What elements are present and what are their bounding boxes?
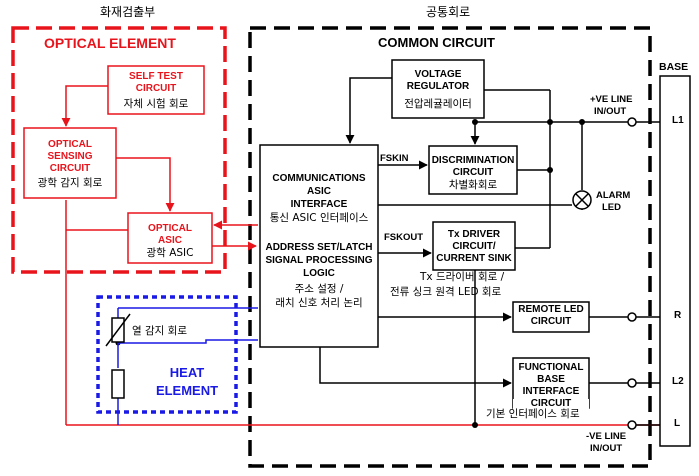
- asic-line6: LOGIC: [303, 268, 335, 279]
- self-test-line1: SELF TEST: [129, 71, 183, 82]
- optical-wiring: [61, 85, 660, 426]
- terminal-r: R: [674, 310, 682, 321]
- alarm-led-line2: LED: [602, 202, 621, 213]
- asic-line2: ASIC: [307, 186, 331, 197]
- common-wiring: [319, 77, 660, 426]
- asic-kr2: 주소 설정 /: [294, 283, 344, 295]
- functional-line2: BASE: [537, 374, 565, 385]
- fire-detection-heading: 화재검출부: [100, 5, 156, 19]
- terminal-circles: [627, 117, 637, 430]
- functional-kr: 기본 인터페이스 회로: [486, 408, 580, 421]
- base-terminal-block: [659, 75, 691, 447]
- heat-title2: ELEMENT: [155, 383, 219, 398]
- terminal-l1: L1: [672, 115, 684, 126]
- self-test-kr: 자체 시험 회로: [123, 98, 189, 110]
- ve-neg-line2: IN/OUT: [590, 443, 623, 454]
- tx-line1: Tx DRIVER: [447, 229, 501, 240]
- functional-line3: INTERFACE: [522, 386, 580, 397]
- asic-kr1: 통신 ASIC 인터페이스: [269, 212, 369, 224]
- tx-kr2: 전류 싱크 원격 LED 회로: [390, 286, 502, 298]
- optical-sensing-box: [23, 127, 117, 199]
- ve-pos-line2: IN/OUT: [594, 106, 627, 117]
- junction-dots: [115, 119, 585, 428]
- asic-line3: INTERFACE: [290, 199, 348, 210]
- fskout-label: FSKOUT: [384, 232, 424, 243]
- functional-line4: CIRCUIT: [513, 398, 589, 410]
- base-title: BASE: [659, 61, 689, 73]
- optical-asic-line2: ASIC: [158, 235, 182, 246]
- functional-line1: FUNCTIONAL: [518, 362, 584, 373]
- optical-asic-kr: 광학 ASIC: [146, 247, 194, 259]
- alarm-led-line1: ALARM: [596, 190, 631, 201]
- optical-asic-box: [127, 212, 213, 264]
- remote-led-line2: CIRCUIT: [530, 316, 572, 327]
- thermistor-slash: [105, 313, 131, 347]
- common-heading: 공통회로: [426, 5, 471, 19]
- voltage-line1: VOLTAGE: [414, 69, 462, 80]
- sensing-kr: 광학 감지 회로: [37, 177, 103, 189]
- sensing-line2: SENSING: [47, 151, 93, 162]
- alarm-led-symbol: [572, 190, 592, 210]
- optical-element-region: [11, 26, 227, 274]
- discrimination-kr: 차별화회로: [448, 179, 498, 191]
- remote-led-box: [512, 301, 590, 333]
- ve-pos-line1: +VE LINE: [590, 94, 633, 105]
- fskin-label: FSKIN: [380, 153, 409, 164]
- optical-asic-line1: OPTICAL: [148, 223, 192, 234]
- discrimination-box: [428, 145, 518, 195]
- common-circuit-region: [248, 26, 652, 468]
- tx-driver-box: [432, 221, 516, 271]
- optical-element-title: OPTICAL ELEMENT: [44, 35, 176, 51]
- asic-main-box: [259, 144, 379, 348]
- sensing-line3: CIRCUIT: [49, 163, 91, 174]
- terminal-l: L: [674, 418, 681, 429]
- voltage-regulator-box: [391, 59, 485, 119]
- voltage-kr: 전압레귤레이터: [404, 98, 472, 110]
- asic-kr3: 래치 신호 처리 논리: [275, 297, 363, 309]
- tx-line3: CURRENT SINK: [436, 253, 512, 264]
- discrimination-line1: DISCRIMINATION: [431, 155, 515, 166]
- common-circuit-title: COMMON CIRCUIT: [378, 35, 495, 50]
- heat-title1: HEAT: [169, 365, 205, 380]
- asic-line4: ADDRESS SET/LATCH: [265, 242, 373, 253]
- asic-line5: SIGNAL PROCESSING: [265, 255, 373, 266]
- remote-led-line1: REMOTE LED: [518, 304, 584, 315]
- heat-wiring: [117, 307, 258, 425]
- tx-kr1: Tx 드라이버 회로 /: [420, 271, 505, 283]
- discrimination-line2: CIRCUIT: [452, 167, 494, 178]
- tx-line2: CIRCUIT/: [452, 241, 496, 252]
- voltage-line2: REGULATOR: [406, 81, 470, 92]
- sensing-line1: OPTICAL: [48, 139, 92, 150]
- self-test-box: [107, 65, 205, 115]
- ve-neg-line1: -VE LINE: [586, 431, 627, 442]
- self-test-line2: CIRCUIT: [135, 83, 177, 94]
- asic-line1: COMMUNICATIONS: [272, 173, 366, 184]
- heat-kr: 열 감지 회로: [132, 325, 187, 337]
- resistor-symbol: [111, 369, 125, 399]
- terminal-l2: L2: [672, 376, 684, 387]
